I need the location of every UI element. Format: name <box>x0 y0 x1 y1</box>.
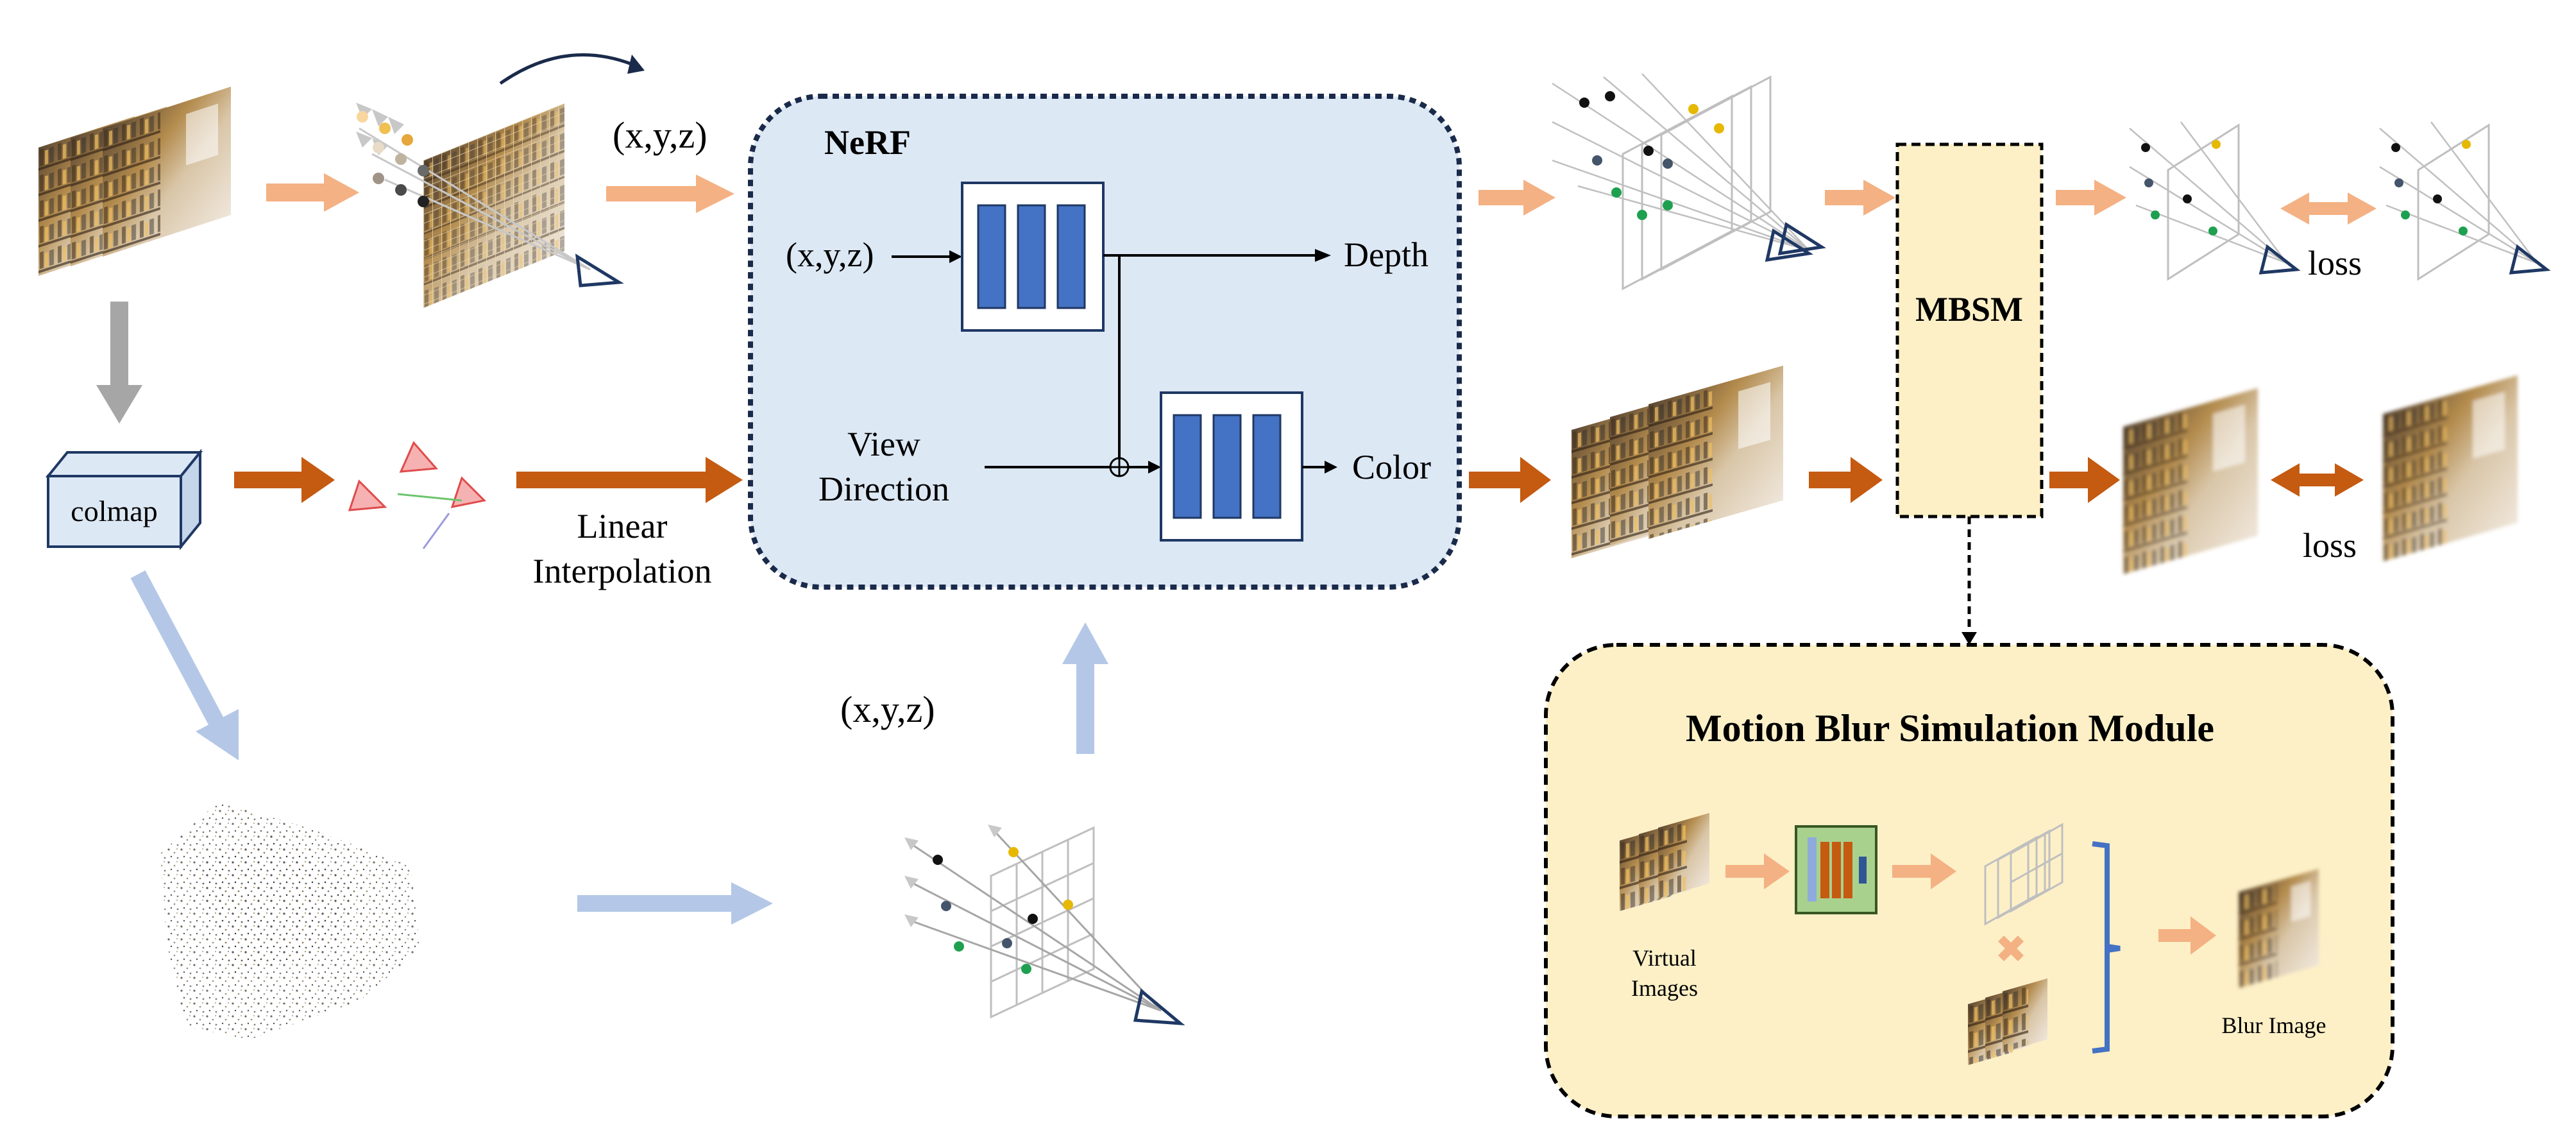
color-label: Color <box>1352 448 1431 486</box>
xyz-bottom-label: (x,y,z) <box>840 688 935 730</box>
multiply-icon: ✖ <box>1995 927 2027 972</box>
linear-interp-line1: Linear <box>577 507 668 545</box>
colmap-label: colmap <box>71 495 157 527</box>
arrow-pointcloud-to-raygrid <box>577 882 773 925</box>
depth-rays-stack <box>1552 73 1826 291</box>
loss-bottom-label: loss <box>2303 526 2357 565</box>
virtual-images-line1: Virtual <box>1632 945 1697 971</box>
arrow-rays-to-mbsm <box>1825 180 1895 216</box>
arrow-colmap-to-pointcloud <box>130 570 239 760</box>
view-direction-line1: View <box>847 425 920 463</box>
weight-grids <box>1984 823 2063 926</box>
colmap-box: colmap <box>45 449 203 551</box>
loss-arrow-bottom <box>2271 463 2364 497</box>
point-cloud <box>160 802 420 1039</box>
xyz-top-label: (x,y,z) <box>613 114 708 156</box>
mbsm-box: MBSM <box>1895 142 2044 518</box>
arrow-color-to-images <box>1469 457 1551 503</box>
virtual-images-line2: Images <box>1631 975 1698 1001</box>
linear-interp-line2: Interpolation <box>533 552 712 590</box>
gt-blur-image <box>2383 375 2518 561</box>
arrow-virtual-to-cnn <box>1725 853 1790 889</box>
virtual-images-stack <box>1620 813 1709 911</box>
arrow-xyz-to-nerf <box>606 175 734 213</box>
depth-label: Depth <box>1344 235 1428 274</box>
depth-gt-rays <box>2379 121 2551 281</box>
loss-top-label: loss <box>2308 244 2362 282</box>
arrow-images-to-mbsm <box>1809 457 1883 503</box>
motion-blur-simulation-module: Motion Blur Simulation Module Virtual Im… <box>1544 643 2394 1118</box>
module-title: Motion Blur Simulation Module <box>1686 707 2214 749</box>
rendered-image-stack <box>1572 365 1783 558</box>
bottom-ray-grid <box>904 825 1185 1026</box>
rendered-blur-image <box>2123 388 2258 574</box>
arrow-colmap-to-poses <box>234 457 335 503</box>
arrow-poses-to-nerf <box>516 457 743 503</box>
arrow-cnn-to-weights <box>1892 853 1956 889</box>
view-direction-line2: Direction <box>818 470 949 508</box>
arrow-stack-to-grid <box>266 173 359 212</box>
arrow-bracket-to-blur <box>2158 916 2216 955</box>
mbsm-label: MBSM <box>1915 290 2023 329</box>
curved-arrow-top <box>499 53 632 85</box>
arrow-mbsm-to-blur <box>2049 457 2120 503</box>
nerf-mlp-block-2 <box>1160 391 1303 542</box>
depth-output-rays <box>2129 121 2301 281</box>
cnn-block <box>1795 825 1877 914</box>
images-stack-small <box>1968 978 2047 1065</box>
arrow-depth-to-rays <box>1479 180 1555 216</box>
nerf-input-xyz: (x,y,z) <box>786 235 874 274</box>
loss-arrow-top <box>2280 192 2377 225</box>
camera-poses-icon <box>348 441 487 549</box>
nerf-mlp-block-1 <box>961 182 1105 332</box>
arrow-stack-to-colmap <box>96 302 142 423</box>
grid-ray-image <box>356 103 624 308</box>
blur-image-output <box>2239 869 2319 988</box>
blur-image-label: Blur Image <box>2222 1013 2326 1038</box>
input-image-stack <box>38 87 231 276</box>
bracket-icon <box>2092 841 2121 1054</box>
arrow-mbsm-to-depth-out <box>2056 180 2126 216</box>
nerf-title: NeRF <box>824 123 911 162</box>
nerf-module: NeRF (x,y,z) Depth View Direction <box>748 94 1462 590</box>
arrow-raygrid-to-nerf <box>1062 622 1108 754</box>
